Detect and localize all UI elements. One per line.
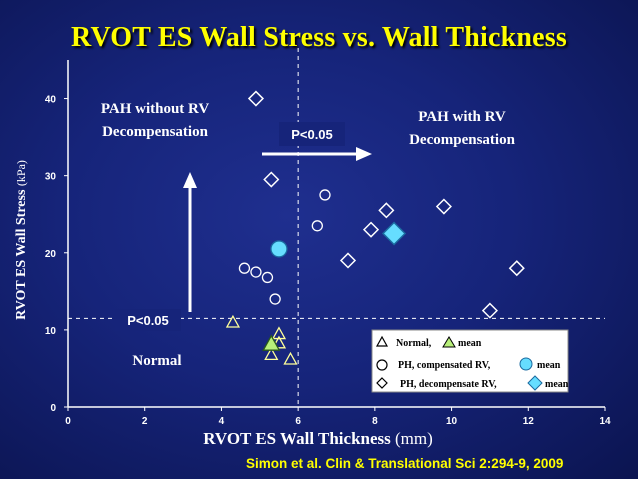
p-horizontal-box [279,122,345,146]
data-point-compensated [319,189,331,201]
y-tick-label: 40 [45,95,57,106]
annotations: PAH without RV Decompensation PAH with R… [101,101,516,369]
y-tick-label: 20 [45,249,57,260]
p-vertical-box [115,309,181,331]
x-tick-label: 12 [523,416,535,427]
data-point-compensated [261,271,274,284]
legend-decompensated-marker [376,377,388,389]
y-tick-label: 10 [45,326,57,337]
mean-point-compensated [270,240,288,258]
x-tick-label: 6 [295,416,301,427]
data-point-decompensated [481,302,498,319]
x-tick-label: 0 [65,416,71,427]
p-value-horizontal: P<0.05 [291,127,333,142]
legend-normal-marker [375,335,389,347]
legend-decompensated-text: PH, decompensate RV, [400,379,497,390]
data-point-compensated [250,266,262,278]
data-point-compensated [311,220,323,232]
legend-compensated-mean-text: mean [537,360,561,371]
arrow-horizontal-head [356,147,372,161]
arrow-vertical-head [183,172,197,188]
x-tick-label: 10 [446,416,458,427]
y-tick-label: 0 [50,403,56,414]
legend: Normal, mean PH, compensated RV, mean PH… [371,329,569,393]
x-tick-label: 8 [372,416,378,427]
data-point-decompensated [247,90,265,107]
data-points [225,90,525,365]
y-tick-label: 30 [45,172,57,183]
mean-point-decompensated [381,221,407,246]
data-point-normal [271,326,287,340]
legend-compensated-mean-marker [519,357,533,371]
label-pah-without-rv: PAH without RV [101,101,210,117]
x-tick-label: 4 [219,416,225,427]
data-point-normal [225,314,241,328]
data-point-decompensated [339,252,357,269]
data-point-compensated [269,293,281,305]
data-point-decompensated [263,171,280,188]
chart-title: RVOT ES Wall Stress vs. Wall Thickness [71,22,567,53]
x-tick-label: 14 [599,416,611,427]
data-point-normal [264,347,279,361]
legend-compensated-text: PH, compensated RV, [398,360,491,371]
legend-compensated-marker [376,359,388,371]
data-point-normal [283,351,298,365]
data-point-decompensated [435,198,452,215]
data-point-normal [271,335,287,349]
legend-normal-mean-marker [442,336,456,348]
legend-normal-mean-text: mean [458,338,482,349]
p-value-vertical: P<0.05 [127,313,169,328]
x-axis-unit: (mm) [395,429,433,448]
label-pah-with-rv-decomp: Decompensation [409,132,515,148]
mean-point-normal [262,334,281,351]
x-tick-label: 2 [142,416,148,427]
x-axis-title: RVOT ES Wall Thickness [203,429,391,448]
data-point-compensated [238,262,251,274]
data-point-decompensated [362,221,380,238]
label-pah-with-rv: PAH with RV [418,109,506,125]
legend-decompensated-mean-text: mean [545,379,569,390]
axes: 0 2 4 6 8 10 12 14 0 10 20 30 40 [45,60,611,427]
x-axis-label: RVOT ES Wall Thickness (mm) [168,429,468,449]
data-point-decompensated [508,260,525,277]
legend-normal-text: Normal, [396,338,432,349]
legend-decompensated-mean-marker [527,375,543,391]
label-pah-without-rv-decomp: Decompensation [102,124,208,140]
citation: Simon et al. Clin & Translational Sci 2:… [246,456,564,471]
label-normal: Normal [132,353,181,369]
data-point-decompensated [378,202,395,219]
